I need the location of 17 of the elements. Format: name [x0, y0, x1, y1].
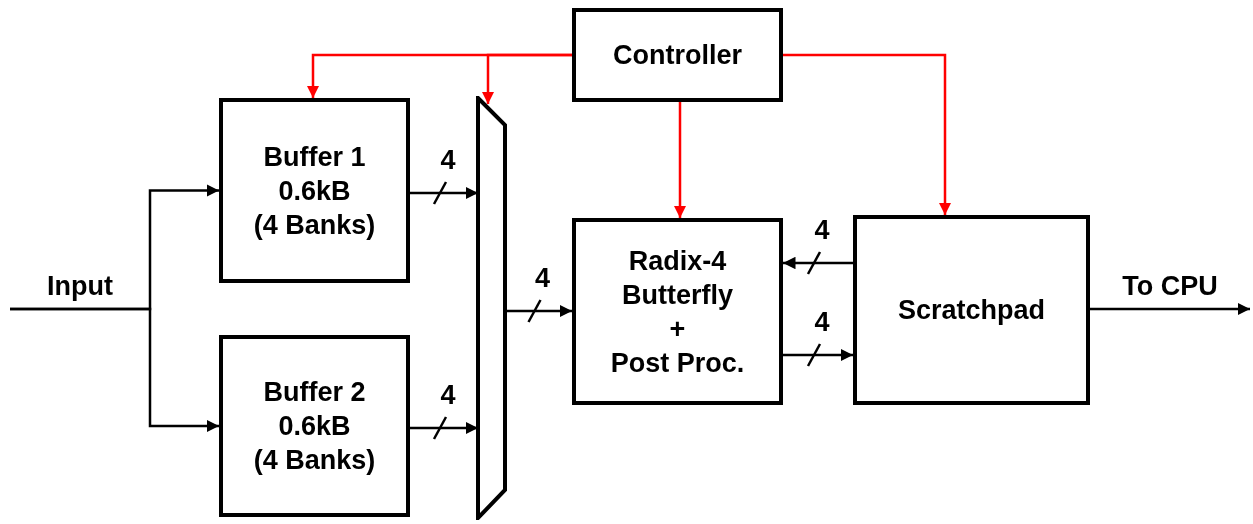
box-text: (4 Banks) — [253, 444, 376, 477]
box-text: Post Proc. — [610, 346, 745, 380]
box-text: Scratchpad — [897, 294, 1046, 327]
process-box — [219, 335, 410, 517]
process-box — [572, 8, 783, 102]
box-text: (4 Banks) — [253, 208, 376, 242]
process-box — [572, 218, 783, 405]
box-text: Radix-4 Butterfly — [621, 244, 734, 312]
box-text: Controller — [613, 39, 742, 72]
box-text: 0.6kB — [278, 174, 351, 208]
box-text: Buffer 1 — [263, 140, 366, 174]
box-text: 0.6kB — [278, 410, 351, 443]
process-box — [853, 215, 1090, 405]
process-box — [219, 98, 410, 283]
multiplexer-shape — [476, 96, 507, 520]
box-text: Buffer 2 — [263, 376, 366, 409]
box-text: + — [669, 312, 686, 346]
